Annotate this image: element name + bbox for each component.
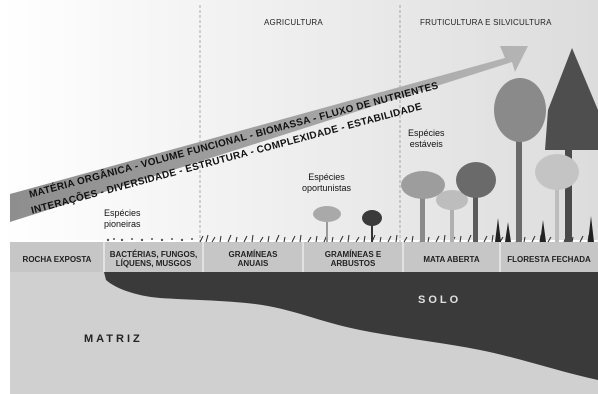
stage-label-floresta-fechada: FLORESTA FECHADA [507,254,591,264]
stage-label-mata-aberta: MATA ABERTA [423,254,480,264]
lichens [106,238,193,242]
annotation-pioneiras: Espécies pioneiras [104,208,141,229]
grass [199,234,590,243]
matrix-label: MATRIZ [84,333,143,345]
annotation-oportunistas: Espécies oportunistas [302,172,352,193]
soil-layer [104,272,598,380]
shrubs [313,206,382,242]
stage-label-gramineas-arbustos: GRAMÍNEAS E ARBUSTOS [324,250,382,268]
stage-label-rocha: ROCHA EXPOSTA [22,254,92,264]
succession-arrow [10,46,528,222]
stage-label-gramineas-anuais: GRAMÍNEAS ANUAIS [228,250,278,268]
open-forest-trees [401,162,496,242]
zone-title-agricultura: AGRICULTURA [264,18,323,27]
closed-forest-trees [494,48,598,242]
stage-label-bacterias: BACTÉRIAS, FUNGOS, LÍQUENS, MUSGOS [109,250,198,268]
annotation-estaveis: Espécies estáveis [408,128,445,149]
soil-label: SOLO [418,294,462,306]
zone-title-fruticultura: FRUTICULTURA E SILVICULTURA [420,18,552,27]
